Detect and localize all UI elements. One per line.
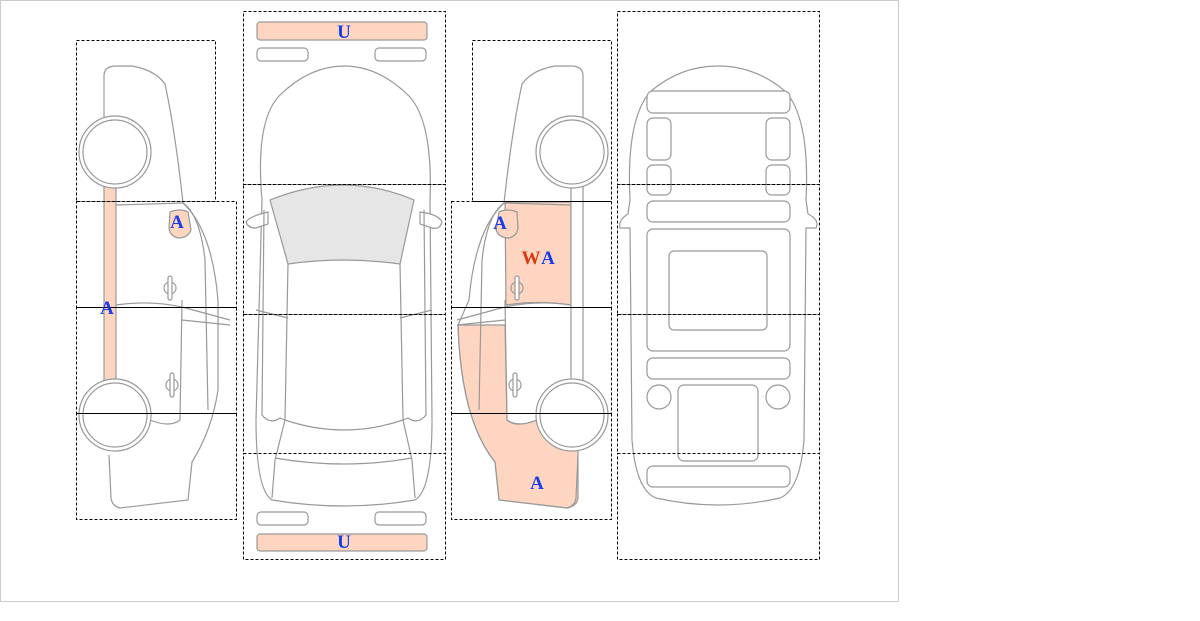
diagram-frame bbox=[0, 0, 899, 602]
left-mirror-damage bbox=[168, 209, 192, 239]
top-body-outline bbox=[255, 65, 433, 507]
left-mirror-code[interactable]: A bbox=[170, 212, 184, 233]
right-front-door-code-a[interactable]: A bbox=[541, 248, 555, 269]
right-mirror-damage bbox=[495, 209, 519, 239]
front-bumper-code[interactable]: U bbox=[337, 22, 351, 43]
rear-bumper-code[interactable]: U bbox=[337, 532, 351, 553]
underside-view bbox=[619, 65, 818, 506]
right-mirror-code[interactable]: A bbox=[493, 213, 507, 234]
zone-grid bbox=[76, 11, 820, 560]
right-front-door-code-w[interactable]: W bbox=[522, 248, 541, 269]
left-pillar-code[interactable]: A bbox=[100, 298, 114, 319]
left-rear-wheel bbox=[82, 382, 148, 448]
left-pillar-damage bbox=[103, 185, 117, 383]
left-front-wheel bbox=[82, 119, 148, 185]
left-front-handle bbox=[167, 275, 173, 301]
rear-bumper-damage bbox=[256, 533, 428, 552]
front-bumper-damage bbox=[256, 21, 428, 41]
right-side-view bbox=[456, 65, 609, 509]
left-rear-handle bbox=[169, 372, 175, 398]
top-view bbox=[245, 21, 443, 552]
right-rear-quarter-code[interactable]: A bbox=[530, 473, 544, 494]
left-side-view bbox=[78, 65, 231, 509]
mirrors bbox=[245, 211, 443, 229]
windshield bbox=[269, 184, 415, 265]
